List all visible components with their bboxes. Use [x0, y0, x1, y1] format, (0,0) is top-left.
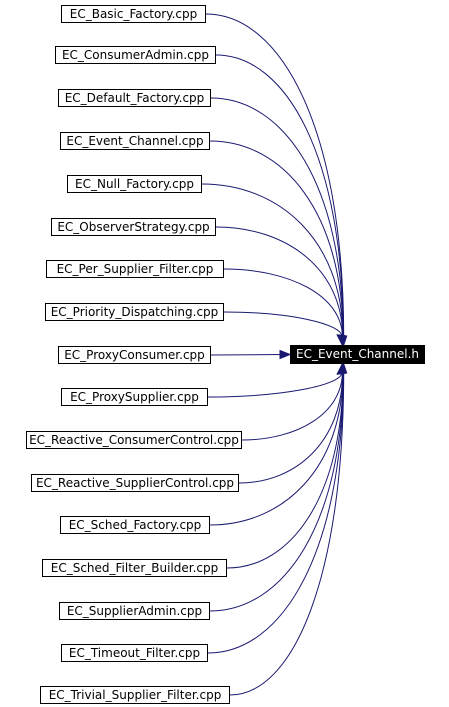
edge-arrowhead — [279, 349, 292, 360]
file-node-ec-proxyconsumer[interactable]: EC_ProxyConsumer.cpp — [58, 346, 211, 364]
dependency-edge — [209, 371, 344, 526]
file-node-ec-proxysupplier[interactable]: EC_ProxySupplier.cpp — [61, 388, 208, 406]
file-node-ec-priority-dispatching[interactable]: EC_Priority_Dispatching.cpp — [45, 303, 224, 321]
dependency-edge — [201, 183, 344, 338]
dependency-edge — [215, 54, 344, 338]
file-node-ec-per-supplier-filter[interactable]: EC_Per_Supplier_Filter.cpp — [46, 260, 224, 278]
file-node-ec-reactive-consumercontrol[interactable]: EC_Reactive_ConsumerControl.cpp — [26, 431, 242, 449]
dependency-edge — [210, 354, 283, 356]
dependency-edge — [210, 97, 344, 338]
file-node-ec-default-factory[interactable]: EC_Default_Factory.cpp — [58, 89, 211, 107]
file-node-ec-event-channel-cpp[interactable]: EC_Event_Channel.cpp — [60, 132, 210, 150]
dependency-edge — [241, 371, 343, 441]
file-node-ec-trivial-supplier-filter[interactable]: EC_Trivial_Supplier_Filter.cpp — [40, 686, 230, 704]
dependency-edge — [223, 268, 343, 338]
dependency-edge — [209, 140, 344, 338]
dependency-edge — [209, 371, 344, 612]
dependency-edge — [223, 311, 343, 338]
edge-arrowhead — [336, 334, 346, 347]
file-node-ec-null-factory[interactable]: EC_Null_Factory.cpp — [67, 175, 202, 193]
file-node-ec-basic-factory[interactable]: EC_Basic_Factory.cpp — [61, 5, 206, 23]
file-node-ec-reactive-suppliercontrol[interactable]: EC_Reactive_SupplierControl.cpp — [31, 474, 239, 492]
edge-arrowhead — [337, 362, 348, 375]
dependency-edge — [215, 226, 344, 338]
dependency-edge — [207, 371, 343, 398]
file-node-ec-supplieradmin[interactable]: EC_SupplierAdmin.cpp — [59, 602, 210, 620]
file-node-ec-sched-filter-builder[interactable]: EC_Sched_Filter_Builder.cpp — [42, 559, 227, 577]
dependency-edge — [238, 371, 344, 484]
dependency-edge — [226, 371, 344, 569]
file-node-ec-sched-factory[interactable]: EC_Sched_Factory.cpp — [60, 516, 210, 534]
dependency-edge — [229, 371, 345, 696]
target-node-ec-event-channel-h[interactable]: EC_Event_Channel.h — [290, 345, 425, 364]
file-node-ec-observerstrategy[interactable]: EC_ObserverStrategy.cpp — [51, 218, 216, 236]
dependency-edge — [207, 371, 344, 654]
file-node-ec-timeout-filter[interactable]: EC_Timeout_Filter.cpp — [61, 644, 208, 662]
file-node-ec-consumeradmin[interactable]: EC_ConsumerAdmin.cpp — [55, 46, 216, 64]
dependency-edge — [205, 13, 345, 338]
